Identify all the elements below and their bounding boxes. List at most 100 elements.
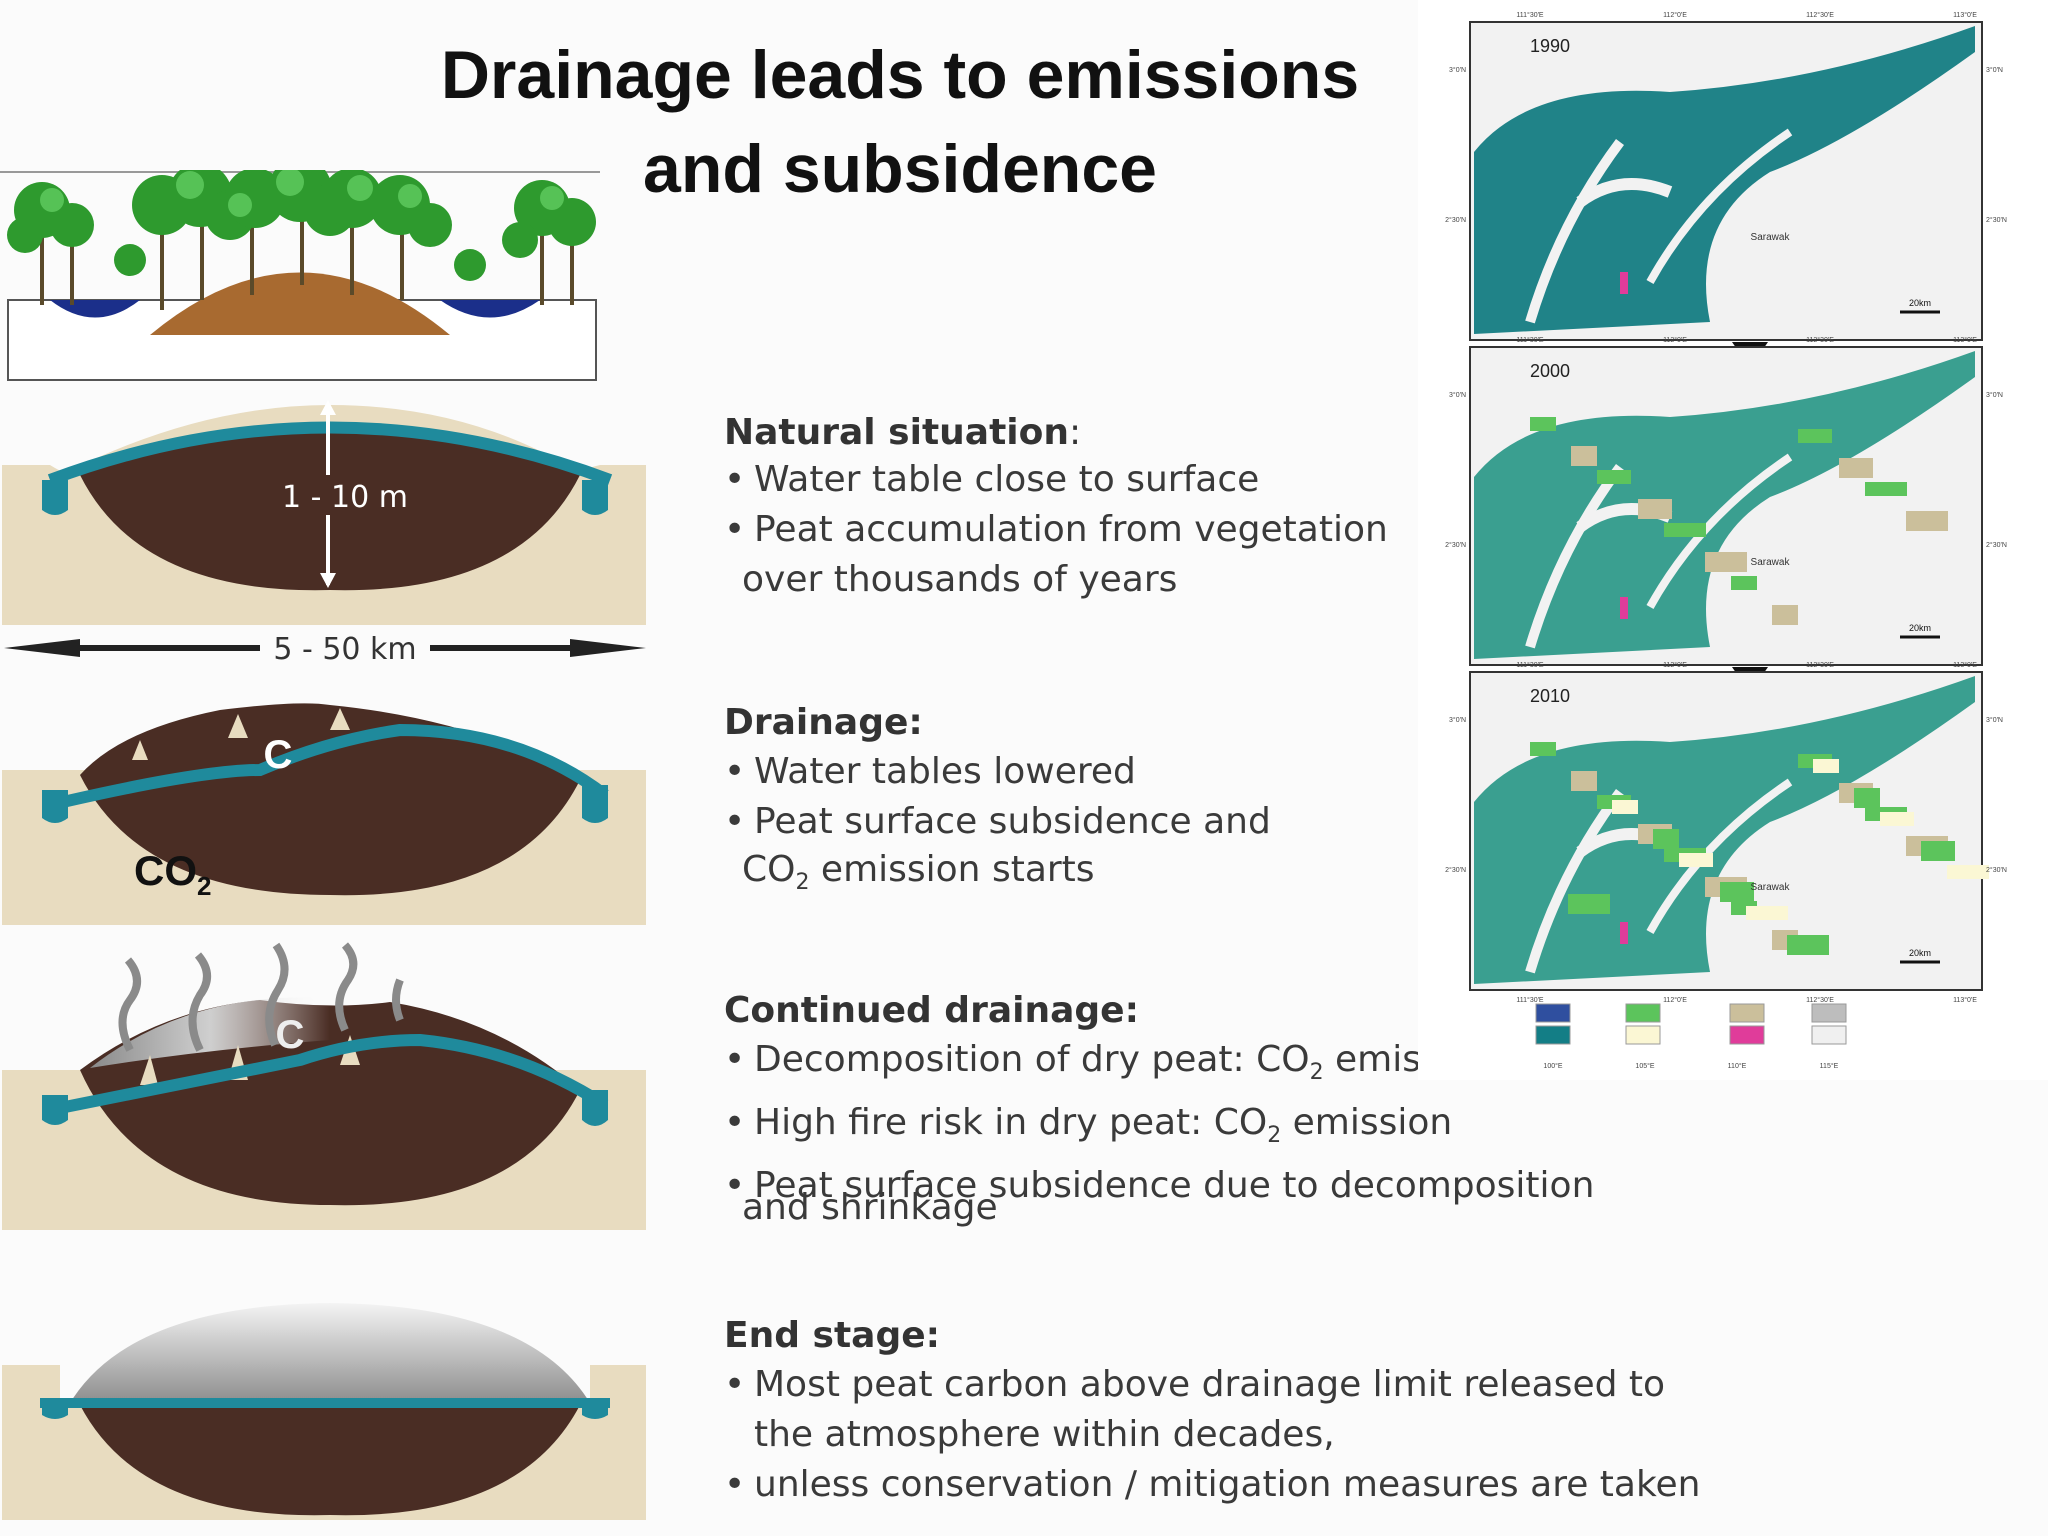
slide-title: Drainage leads to emissions and subsiden…	[360, 28, 1440, 216]
title-line-2: and subsidence	[643, 131, 1157, 207]
axis-tick-label: 3°0'N	[1986, 716, 2003, 724]
bullet-text: Decomposition of dry peat: CO	[754, 1039, 1310, 1080]
drainage-list: Water tables lowered Peat surface subsid…	[724, 747, 1271, 847]
town-marker	[1620, 597, 1628, 619]
axis-tick-label: 3°0'N	[1986, 66, 2003, 74]
list-item: Peat surface subsidence due to decomposi…	[724, 1161, 1594, 1211]
river	[1525, 464, 1625, 649]
land-use-patch	[1772, 605, 1798, 625]
legend-tick-label: 115°E	[1820, 1062, 1839, 1070]
land-use-patch	[1787, 935, 1829, 955]
list-item: Peat accumulation from vegetation	[724, 505, 1388, 555]
carbon-label-2: C	[276, 1013, 305, 1057]
axis-tick-label: 112°0'E	[1663, 661, 1687, 669]
axis-tick-label: 2°30'N	[1445, 216, 1466, 224]
drainage-continuation: CO2 emission starts	[742, 845, 1095, 908]
bullet-text: High fire risk in dry peat: CO	[754, 1102, 1268, 1144]
land-use-patch	[1705, 552, 1747, 572]
axis-tick-label: 112°30'E	[1806, 336, 1834, 344]
map-year-label: 2010	[1530, 686, 1570, 706]
axis-tick-label: 112°0'E	[1663, 996, 1687, 1004]
land-use-patch	[1798, 429, 1832, 443]
axis-tick-label: 113°0'E	[1953, 996, 1977, 1004]
axis-tick-label: 112°30'E	[1806, 996, 1834, 1004]
height-label: 1 - 10 m	[282, 480, 408, 515]
drainage-diagram: C CO2	[2, 703, 646, 925]
land-use-patch	[1880, 812, 1914, 826]
axis-tick-label: 111°30'E	[1516, 996, 1544, 1004]
width-arrow: 5 - 50 km	[4, 632, 646, 667]
axis-tick-label: 2°30'N	[1445, 541, 1466, 549]
river	[1525, 139, 1625, 324]
continued-drainage-heading: Continued drainage:	[724, 990, 1139, 1031]
axis-tick-label: 112°30'E	[1806, 661, 1834, 669]
land-use-patch	[1947, 865, 1989, 879]
natural-situation-continuation: over thousands of years	[742, 559, 1178, 600]
map-year-label: 1990	[1530, 36, 1570, 56]
axis-tick-label: 111°30'E	[1516, 11, 1544, 19]
axis-tick-label: 2°30'N	[1986, 216, 2007, 224]
land-use-patch	[1571, 446, 1597, 466]
continued-drainage-list: Decomposition of dry peat: CO2 emission …	[724, 1035, 1594, 1211]
land-use-patch	[1839, 458, 1873, 478]
axis-tick-label: 3°0'N	[1449, 391, 1466, 399]
map-legend: 100°E 105°E 110°E 115°E	[1535, 1003, 1847, 1070]
list-item: Water tables lowered	[724, 747, 1271, 797]
drainage-heading: Drainage:	[724, 702, 923, 743]
natural-situation-title: Natural situation	[724, 412, 1069, 453]
legend-swatch	[1811, 1025, 1847, 1045]
land-use-patch	[1664, 523, 1706, 537]
land-use-patch	[1813, 759, 1839, 773]
scale-label: 20km	[1909, 298, 1931, 308]
legend-tick-label: 100°E	[1543, 1062, 1562, 1070]
drainage-emission-text: emission starts	[809, 849, 1095, 890]
axis-tick-label: 111°30'E	[1516, 661, 1544, 669]
river	[1646, 453, 1793, 609]
land-use-patch	[1638, 499, 1672, 519]
axis-tick-label: 112°0'E	[1663, 11, 1687, 19]
axis-tick-label: 3°0'N	[1449, 66, 1466, 74]
natural-situation-diagram: 1 - 10 m	[2, 400, 646, 625]
list-item: Most peat carbon above drainage limit re…	[724, 1360, 1665, 1410]
axis-tick-label: 113°0'E	[1953, 661, 1977, 669]
town-marker	[1620, 922, 1628, 944]
legend-swatch	[1729, 1025, 1765, 1045]
axis-tick-label: 2°30'N	[1986, 541, 2007, 549]
river	[1646, 778, 1793, 934]
river	[1646, 128, 1793, 284]
land-use-patch	[1679, 853, 1713, 867]
legend-tick-label: 105°E	[1635, 1062, 1654, 1070]
co2-label: CO2	[134, 847, 211, 901]
axis-tick-label: 2°30'N	[1445, 866, 1466, 874]
carbon-label: C	[264, 733, 293, 777]
continued-drainage-continuation: and shrinkage	[742, 1187, 998, 1228]
end-stage-list: Most peat carbon above drainage limit re…	[724, 1360, 1665, 1410]
co2-label-sub: 2	[197, 871, 211, 901]
land-use-patch	[1720, 882, 1754, 902]
legend-swatch	[1535, 1003, 1571, 1023]
land-use-patch	[1653, 829, 1679, 849]
forest-illustration	[0, 170, 600, 381]
end-stage-continuation: the atmosphere within decades,	[754, 1414, 1335, 1455]
axis-tick-label: 113°0'E	[1953, 11, 1977, 19]
bullet-sub: 2	[1309, 1060, 1324, 1086]
legend-tick-label: 110°E	[1728, 1062, 1747, 1070]
list-item: Water table close to surface	[724, 455, 1388, 505]
list-item: unless conservation / mitigation measure…	[724, 1460, 1701, 1510]
width-label: 5 - 50 km	[273, 632, 416, 667]
natural-situation-list: Water table close to surface Peat accumu…	[724, 455, 1388, 555]
end-stage-diagram	[2, 1303, 646, 1520]
continued-drainage-diagram: C	[2, 942, 646, 1230]
list-item: Peat surface subsidence and	[724, 797, 1271, 847]
land-use-patch	[1731, 576, 1757, 590]
axis-tick-label: 3°0'N	[1449, 716, 1466, 724]
land-use-patch	[1746, 906, 1788, 920]
bullet-sub: 2	[1267, 1123, 1282, 1149]
map-region-label: Sarawak	[1751, 882, 1791, 893]
legend-swatch	[1625, 1025, 1661, 1045]
